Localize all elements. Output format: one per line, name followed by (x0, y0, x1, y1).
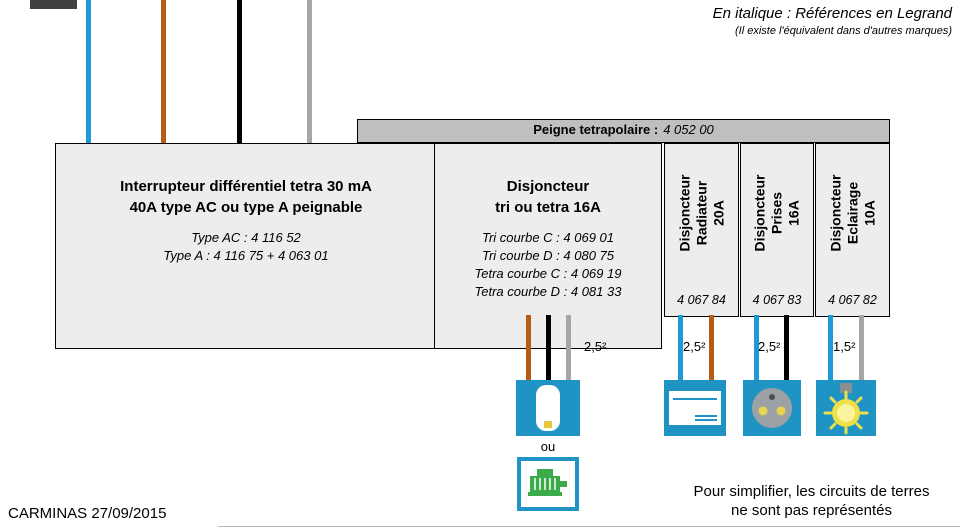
breaker-prises-ref: 4 067 83 (752, 293, 802, 307)
simplification-note-line1: Pour simplifier, les circuits de terres (693, 483, 930, 500)
breaker-prises-label: Disjoncteur Prises 16A (752, 174, 803, 251)
differential-title-line1: Interrupteur différentiel tetra 30 mA (120, 178, 372, 195)
light-bulb-icon (823, 383, 869, 435)
water-heater-icon (536, 385, 560, 431)
breaker-prises-line3: 16A (785, 199, 802, 226)
supply-wire-orange (161, 0, 166, 143)
radiator-appliance (664, 380, 726, 436)
legend-line2: (Il existe l'équivalent dans d'autres ma… (735, 25, 952, 37)
tri-tetra-ref2: Tri courbe D : 4 080 75 (482, 248, 614, 263)
simplification-note-line2: ne sont pas représentés (731, 502, 892, 519)
radiateur-wire-size-label: 2,5² (683, 339, 706, 354)
radiateur-wire-blue (678, 315, 683, 380)
tri-tetra-refs: Tri courbe C : 4 069 01 Tri courbe D : 4… (435, 229, 661, 301)
legend-note: En italique : Références en Legrand (Il … (713, 5, 952, 37)
light-appliance (816, 380, 876, 436)
peigne-bar: Peigne tetrapolaire : 4 052 00 (357, 119, 890, 143)
socket-appliance (743, 380, 801, 436)
differential-refs: Type AC : 4 116 52 Type A : 4 116 75 + 4… (56, 229, 436, 265)
breaker-prises-line1: Disjoncteur (751, 174, 768, 252)
eclairage-wire-blue (828, 315, 833, 380)
breaker-radiateur-line3: 20A (710, 199, 726, 226)
differential-title-line2: 40A type AC ou type A peignable (129, 199, 363, 216)
breaker-prises-line2: Prises (768, 191, 785, 234)
peigne-label: Peigne tetrapolaire : (533, 122, 659, 137)
heater-wire-orange (526, 315, 531, 380)
bottom-divider (218, 526, 960, 527)
heater-wire-size-label: 2,5² (584, 339, 607, 354)
tri-tetra-ref3: Tetra courbe C : 4 069 19 (474, 266, 622, 281)
water-heater-appliance (516, 380, 580, 436)
differential-ref1: Type AC : 4 116 52 (191, 230, 301, 245)
simplification-note: Pour simplifier, les circuits de terres … (663, 482, 960, 520)
breaker-radiateur-line2: Radiateur (693, 180, 709, 246)
eclairage-wire-gray (859, 315, 864, 380)
prises-wire-blue (754, 315, 759, 380)
legend-line1: En italique : Références en Legrand (712, 5, 952, 22)
breaker-eclairage: Disjoncteur Eclairage 10A 4 067 82 (815, 143, 890, 317)
socket-icon (752, 388, 792, 428)
prises-wire-size-label: 2,5² (758, 339, 781, 354)
motor-icon (521, 461, 575, 507)
tri-tetra-ref4: Tetra courbe D : 4 081 33 (474, 284, 622, 299)
tri-tetra-title-line1: Disjoncteur (506, 178, 590, 195)
peigne-ref: 4 052 00 (663, 122, 714, 137)
breaker-eclairage-ref: 4 067 82 (828, 293, 877, 307)
eclairage-wire-size-label: 1,5² (833, 339, 856, 354)
cropped-top-left-element (30, 0, 77, 9)
tri-tetra-ref1: Tri courbe C : 4 069 01 (482, 230, 614, 245)
breaker-prises: Disjoncteur Prises 16A 4 067 83 (740, 143, 814, 317)
breaker-eclairage-line2: Eclairage (844, 181, 860, 244)
supply-wire-black (237, 0, 242, 143)
supply-wire-gray (307, 0, 312, 143)
prises-wire-black (784, 315, 789, 380)
supply-wire-blue (86, 0, 91, 143)
breaker-radiateur-ref: 4 067 84 (677, 293, 726, 307)
breaker-radiateur-line1: Disjoncteur (676, 174, 692, 252)
tri-tetra-breaker-panel: Disjoncteur tri ou tetra 16A Tri courbe … (434, 143, 662, 349)
author-date: CARMINAS 27/09/2015 (8, 505, 167, 522)
differential-ref2: Type A : 4 116 75 + 4 063 01 (163, 248, 329, 263)
ou-label: ou (540, 439, 556, 454)
heater-wire-gray (566, 315, 571, 380)
tri-tetra-title-line2: tri ou tetra 16A (495, 199, 601, 216)
differential-switch-panel: Interrupteur différentiel tetra 30 mA 40… (55, 143, 437, 349)
radiateur-wire-orange (709, 315, 714, 380)
breaker-eclairage-line3: 10A (861, 199, 877, 226)
motor-appliance (517, 457, 579, 511)
breaker-radiateur: Disjoncteur Radiateur 20A 4 067 84 (664, 143, 739, 317)
breaker-eclairage-line1: Disjoncteur (827, 174, 843, 252)
radiator-icon (669, 391, 721, 425)
heater-wire-black (546, 315, 551, 380)
breaker-eclairage-label: Disjoncteur Eclairage 10A (827, 174, 878, 251)
breaker-radiateur-label: Disjoncteur Radiateur 20A (676, 174, 727, 251)
